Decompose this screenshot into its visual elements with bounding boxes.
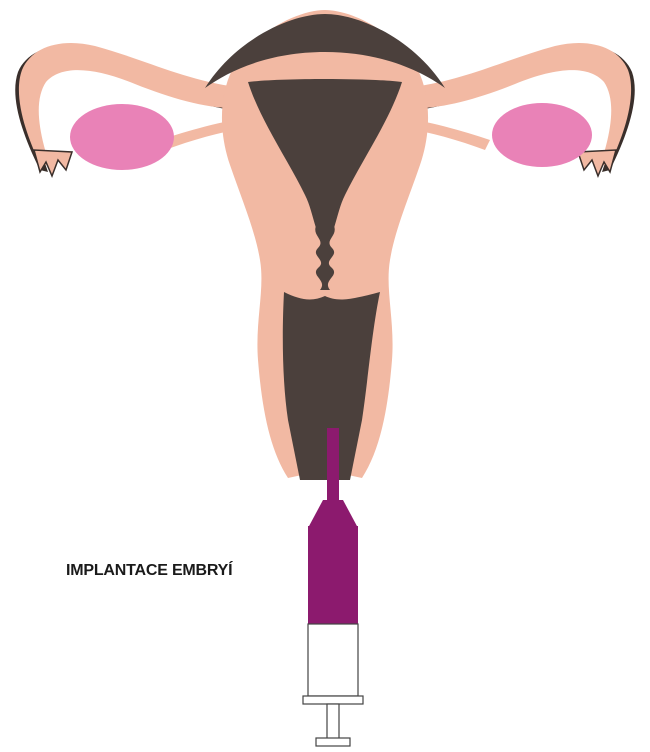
syringe-hub (308, 500, 358, 528)
syringe-plunger-rod (327, 704, 339, 740)
syringe-flange (303, 696, 363, 704)
left-ovary (70, 104, 174, 170)
right-fimbriae (578, 150, 616, 176)
syringe-barrel (308, 624, 358, 696)
right-ovary (492, 103, 592, 167)
procedure-label: IMPLANTACE EMBRYÍ (66, 562, 232, 580)
syringe-plunger-thumb (316, 738, 350, 746)
left-fimbriae (34, 150, 72, 176)
syringe-barrel-fluid (308, 526, 358, 624)
